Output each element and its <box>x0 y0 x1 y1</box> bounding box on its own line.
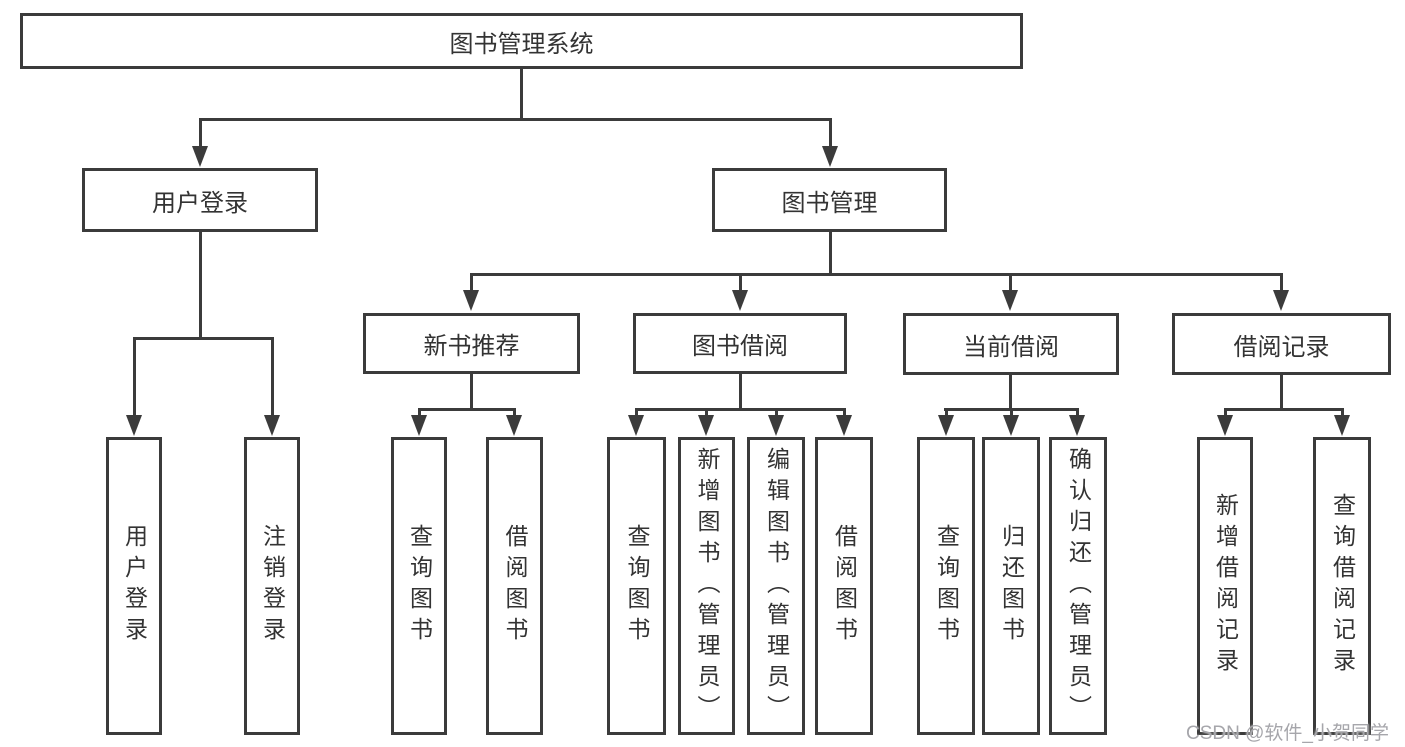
leaf-label: 用户登录 <box>121 524 148 648</box>
leaf-borrow-books: 借阅图书 <box>815 437 873 735</box>
leaf-label: 查询图书 <box>624 524 650 648</box>
leaf-user-login: 用户登录 <box>106 437 162 735</box>
connector-line <box>418 408 421 420</box>
connector-line <box>133 337 274 340</box>
connector-line <box>470 273 1283 276</box>
arrow-down-icon <box>628 415 644 436</box>
leaf-recommend-query-books: 查询图书 <box>391 437 447 735</box>
connector-line <box>705 408 708 420</box>
connector-line <box>1009 275 1012 293</box>
arrow-down-icon <box>938 415 954 436</box>
node-label: 图书管理 <box>781 189 878 217</box>
node-user-login: 用户登录 <box>82 168 318 232</box>
node-new-book-recommend: 新书推荐 <box>363 313 580 374</box>
connector-line <box>944 408 1079 411</box>
leaf-label: 查询图书 <box>933 524 960 648</box>
connector-line <box>133 337 136 418</box>
arrow-down-icon <box>1273 290 1289 311</box>
connector-line <box>513 408 516 420</box>
connector-line <box>945 408 948 420</box>
connector-line <box>418 408 516 411</box>
arrow-down-icon <box>1003 415 1019 436</box>
connector-line <box>635 408 846 411</box>
connector-line <box>1076 408 1079 420</box>
leaf-add-borrow-record: 新增借阅记录 <box>1197 437 1253 735</box>
arrow-down-icon <box>1334 415 1350 436</box>
leaf-label: 查询借阅记录 <box>1329 493 1356 679</box>
node-book-management: 图书管理 <box>712 168 947 232</box>
connector-line <box>829 118 832 150</box>
node-label: 图书管理系统 <box>449 30 594 58</box>
leaf-label: 注销登录 <box>259 524 286 648</box>
node-label: 用户登录 <box>152 189 248 217</box>
watermark: CSDN @软件_小贺同学 <box>1186 723 1389 744</box>
leaf-edit-books-admin: 编辑图书（管理员） <box>747 437 805 735</box>
arrow-down-icon <box>822 146 838 167</box>
connector-line <box>739 374 742 410</box>
node-borrow-records: 借阅记录 <box>1172 313 1391 375</box>
connector-line <box>520 69 523 120</box>
arrow-down-icon <box>506 415 522 436</box>
leaf-label: 归还图书 <box>998 524 1025 648</box>
connector-line <box>843 408 846 420</box>
leaf-confirm-return-admin: 确认归还（管理员） <box>1049 437 1107 735</box>
arrow-down-icon <box>836 415 852 436</box>
connector-line <box>1341 408 1344 420</box>
arrow-down-icon <box>192 146 208 167</box>
connector-line <box>199 232 202 339</box>
arrow-down-icon <box>1069 415 1085 436</box>
connector-line <box>1280 374 1283 410</box>
connector-line <box>271 337 274 418</box>
connector-line <box>470 374 473 410</box>
arrow-down-icon <box>1217 415 1233 436</box>
node-label: 借阅记录 <box>1233 333 1330 361</box>
leaf-label: 确认归还（管理员） <box>1065 446 1092 726</box>
connector-line <box>739 275 742 293</box>
arrow-down-icon <box>768 415 784 436</box>
leaf-borrow-query-books: 查询图书 <box>607 437 666 735</box>
leaf-current-query-books: 查询图书 <box>917 437 975 735</box>
connector-line <box>829 232 832 275</box>
node-label: 新书推荐 <box>423 333 520 360</box>
leaf-label: 新增借阅记录 <box>1212 493 1239 679</box>
connector-line <box>1280 275 1283 293</box>
connector-line <box>199 118 202 150</box>
arrow-down-icon <box>1002 290 1018 311</box>
arrow-down-icon <box>463 290 479 311</box>
leaf-label: 借阅图书 <box>831 524 858 648</box>
arrow-down-icon <box>264 415 280 436</box>
leaf-return-books: 归还图书 <box>982 437 1040 735</box>
connector-line <box>635 408 638 420</box>
connector-line <box>1009 374 1012 410</box>
leaf-logout: 注销登录 <box>244 437 300 735</box>
leaf-recommend-borrow-books: 借阅图书 <box>486 437 543 735</box>
connector-line <box>1010 408 1013 420</box>
leaf-label: 查询图书 <box>406 524 433 648</box>
node-book-borrowing: 图书借阅 <box>633 313 847 374</box>
connector-line <box>775 408 778 420</box>
arrow-down-icon <box>698 415 714 436</box>
arrow-down-icon <box>126 415 142 436</box>
node-label: 当前借阅 <box>963 333 1059 361</box>
connector-line <box>1224 408 1344 411</box>
leaf-label: 新增图书（管理员） <box>694 446 720 726</box>
arrow-down-icon <box>732 290 748 311</box>
node-current-borrowing: 当前借阅 <box>903 313 1119 375</box>
connector-line <box>1224 408 1227 420</box>
leaf-query-borrow-record: 查询借阅记录 <box>1313 437 1371 735</box>
node-label: 图书借阅 <box>692 333 788 360</box>
arrow-down-icon <box>411 415 427 436</box>
connector-line <box>470 275 473 293</box>
leaf-add-books-admin: 新增图书（管理员） <box>678 437 735 735</box>
node-library-management-system: 图书管理系统 <box>20 13 1023 69</box>
connector-line <box>199 118 832 121</box>
leaf-label: 借阅图书 <box>502 524 528 648</box>
leaf-label: 编辑图书（管理员） <box>763 446 790 726</box>
